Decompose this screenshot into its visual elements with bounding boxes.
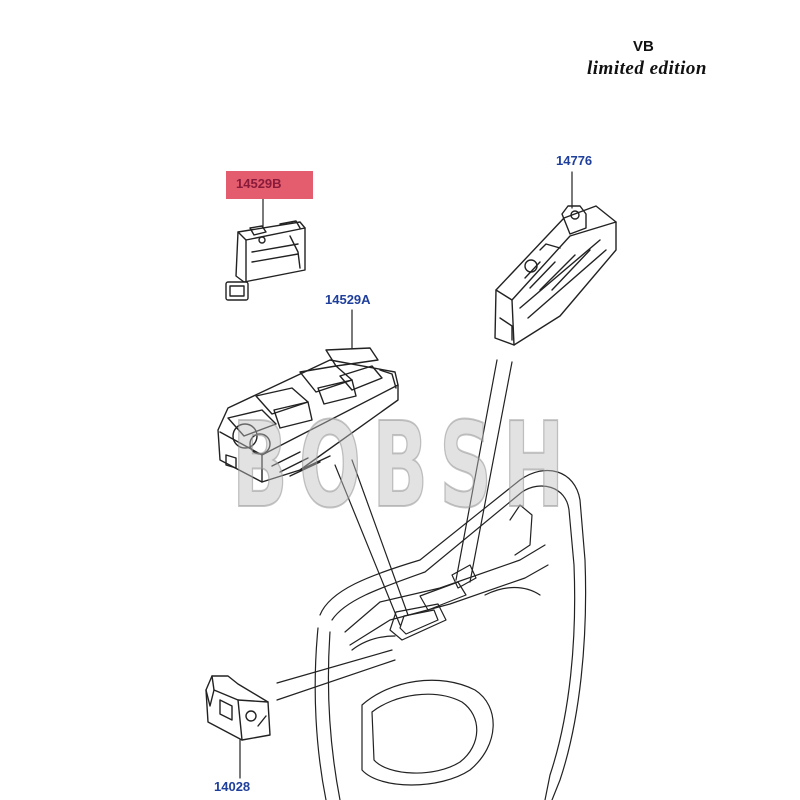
brand-title: VB: [633, 38, 654, 55]
leader-lines: [239, 171, 573, 779]
part-label-14028[interactable]: 14028: [214, 779, 251, 794]
door-panel-drawing: [314, 470, 587, 800]
switch-14776-drawing: [494, 205, 617, 346]
switch-14028-drawing: [205, 675, 271, 741]
part-label-14776[interactable]: 14776: [556, 153, 593, 168]
switch-14529b-drawing: [225, 220, 306, 301]
part-label-14529b[interactable]: 14529B: [236, 176, 282, 191]
highlight-box: [226, 171, 313, 199]
switch-14529a-drawing: [217, 347, 399, 483]
brand-subtitle: limited edition: [587, 58, 707, 79]
part-label-14529a[interactable]: 14529A: [325, 292, 371, 307]
